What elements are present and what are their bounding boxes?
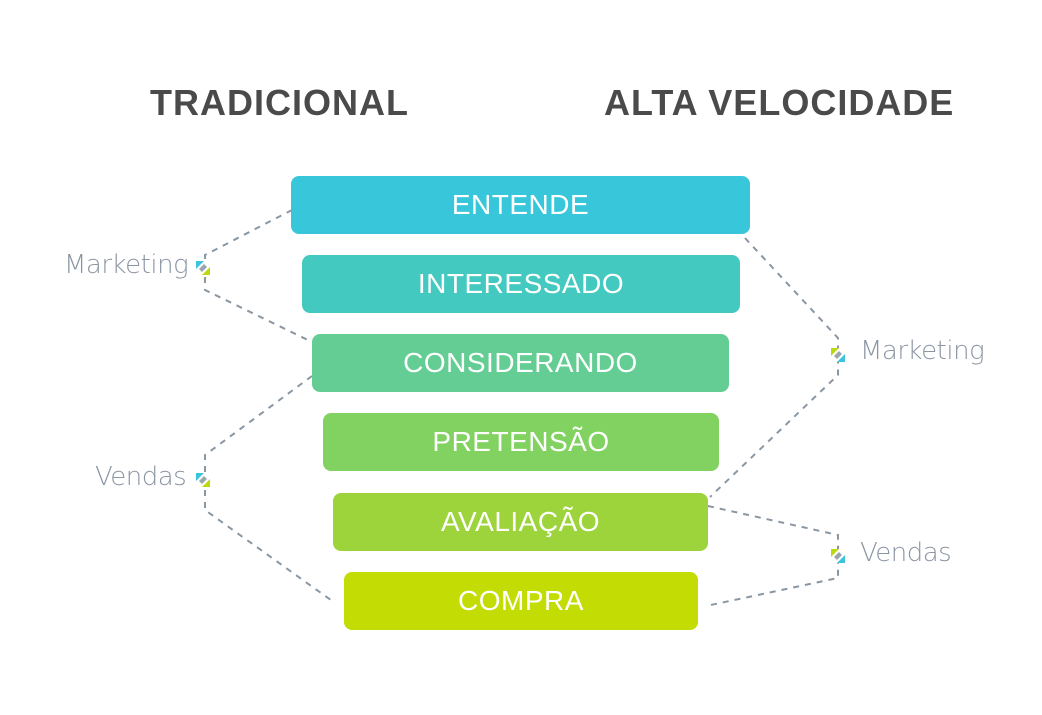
label-high-velocity-vendas: Vendas xyxy=(860,538,952,568)
connector-right-vendas xyxy=(705,505,839,607)
label-traditional-vendas: Vendas xyxy=(95,462,187,492)
label-traditional-marketing: Marketing xyxy=(64,250,189,280)
funnel-stage-compra: COMPRA xyxy=(344,572,698,630)
hand-shake-icon xyxy=(831,549,845,563)
connector-left-vendas xyxy=(204,375,336,604)
funnel-stage-entende: ENTENDE xyxy=(291,176,750,234)
funnel-stage-pretensao: PRETENSÃO xyxy=(323,413,719,471)
hand-shake-icon xyxy=(831,348,845,362)
stage-label: AVALIAÇÃO xyxy=(440,506,601,537)
label-high-velocity-marketing: Marketing xyxy=(860,336,985,366)
heading-high-velocity: ALTA VELOCIDADE xyxy=(604,82,955,123)
stage-label: ENTENDE xyxy=(451,189,590,220)
stage-label: COMPRA xyxy=(458,585,584,616)
funnel-stage-avaliacao: AVALIAÇÃO xyxy=(333,493,708,551)
hand-shake-icon xyxy=(196,473,210,487)
funnel-stage-considerando: CONSIDERANDO xyxy=(312,334,729,392)
heading-traditional: TRADICIONAL xyxy=(150,82,409,123)
funnel-stage-interessado: INTERESSADO xyxy=(302,255,740,313)
stage-label: PRETENSÃO xyxy=(432,426,610,457)
stage-label: CONSIDERANDO xyxy=(403,347,638,378)
connector-left-marketing xyxy=(204,209,313,343)
hand-shake-icon xyxy=(196,261,210,275)
stage-label: INTERESSADO xyxy=(417,268,625,299)
